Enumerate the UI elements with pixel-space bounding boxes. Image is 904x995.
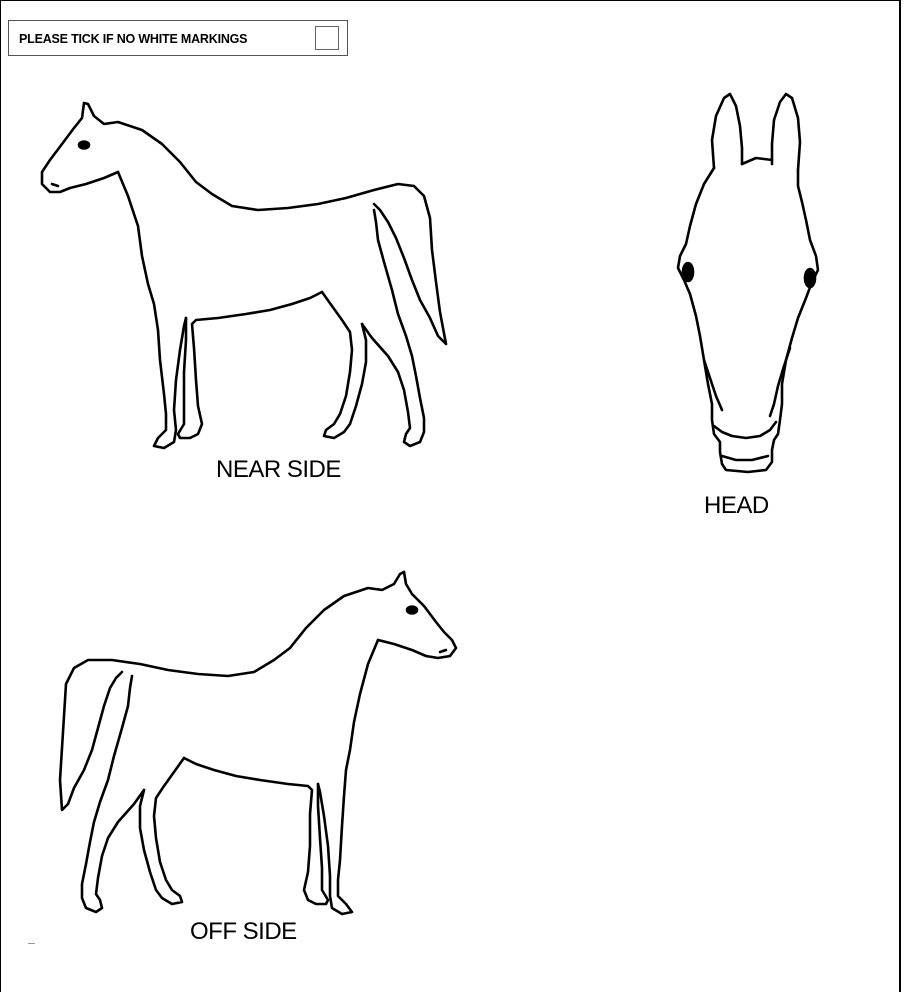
stray-mark bbox=[28, 943, 35, 944]
off-side-caption: OFF SIDE bbox=[190, 918, 297, 946]
near-side-caption: NEAR SIDE bbox=[216, 456, 341, 484]
head-caption: HEAD bbox=[704, 492, 769, 520]
